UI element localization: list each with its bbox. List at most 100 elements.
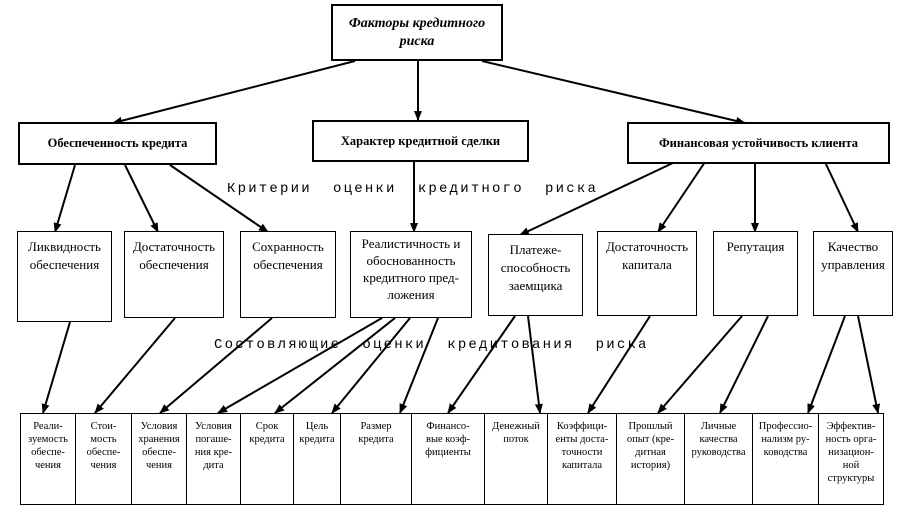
criterion-realism-line-4: ложения	[387, 287, 435, 302]
component-effectiveness-line-1: Эффектив-	[826, 421, 876, 432]
component-personal-line-3: руководства	[691, 447, 746, 458]
arrow-to-capital-ratios	[587, 315, 651, 414]
component-realizability-line-4: чения	[34, 460, 61, 471]
component-size-line-2: кредита	[358, 434, 394, 445]
criterion-safety-line-2: обеспечения	[253, 257, 323, 272]
component-effectiveness-line-2: ность орга-	[825, 434, 877, 445]
component-term-line-1: Срок	[255, 421, 279, 432]
criterion-safety-box: Сохранность обеспечения	[240, 231, 336, 318]
criterion-capital-line-1: Достаточность	[605, 239, 689, 254]
component-effectiveness-line-3: низацион-	[828, 447, 874, 458]
criterion-liquidity-line-1: Ликвидность	[28, 239, 101, 254]
criterion-safety-line-1: Сохранность	[252, 239, 324, 254]
component-history-line-2: опыт (кре-	[626, 434, 675, 445]
component-cash-flow-line-2: поток	[503, 434, 529, 445]
component-fin-ratios-line-1: Финансо-	[426, 421, 470, 432]
component-size-line-1: Размер	[360, 421, 392, 432]
arrow-to-repayment	[217, 317, 383, 414]
arrow-top-to-finance	[481, 60, 746, 125]
component-cost-line-4: чения	[90, 460, 117, 471]
component-personal-line-2: качества	[699, 434, 738, 445]
arrow-finance-solvency	[519, 161, 676, 236]
component-personal-line-1: Личные	[700, 421, 737, 432]
component-professionalism-box: Професcио-нализм ру-ководства	[752, 413, 819, 505]
component-cash-flow-line-1: Денежный	[492, 421, 540, 432]
arrow-to-personal	[719, 315, 769, 414]
criterion-sufficiency-line-2: обеспечения	[139, 257, 209, 272]
criterion-reputation-box: Репутация	[713, 231, 798, 316]
criterion-sufficiency-line-1: Достаточность	[132, 239, 216, 254]
criterion-solvency-line-1: Платеже-	[509, 242, 562, 257]
arrow-finance-capital	[657, 161, 706, 233]
arrow-security-liquidity	[53, 164, 76, 233]
component-personal-box: Личные качества руководства	[684, 413, 753, 505]
arrow-finance-management	[824, 161, 859, 233]
criterion-solvency-line-2: способность	[500, 260, 571, 275]
component-repayment-line-4: дита	[203, 460, 224, 471]
component-repayment-box: Условия погаше-ния кре-дита	[186, 413, 241, 505]
factor-deal-box: Характер кредитной сделки	[312, 120, 529, 162]
criterion-realism-line-3: кредитного пред-	[363, 270, 459, 285]
component-cost-line-2: мость	[90, 434, 117, 445]
component-realizability-line-1: Реали-	[33, 421, 63, 432]
component-term-box: Срок кредита	[240, 413, 294, 505]
arrow-to-cost	[94, 317, 176, 414]
component-realizability-box: Реали-зуемость обеспе-чения	[20, 413, 76, 505]
component-history-line-3: дитная	[635, 447, 666, 458]
component-effectiveness-line-5: структуры	[827, 473, 875, 484]
criterion-sufficiency-box: Достаточность обеспечения	[124, 231, 224, 318]
arrow-to-storage	[159, 317, 273, 414]
component-storage-line-1: Условия	[140, 421, 178, 432]
component-repayment-line-2: погаше-	[195, 434, 232, 445]
component-size-box: Размер кредита	[340, 413, 412, 505]
component-purpose-line-2: кредита	[299, 434, 335, 445]
arrow-to-history	[657, 315, 743, 414]
arrow-to-realizability	[41, 321, 71, 414]
arrow-security-sufficiency	[124, 164, 159, 233]
component-realizability-line-2: зуемость	[28, 434, 68, 445]
arrow-top-to-security	[112, 60, 356, 125]
component-professionalism-line-2: нализм ру-	[761, 434, 810, 445]
arrow-to-size	[399, 317, 439, 414]
arrow-to-purpose	[331, 317, 411, 414]
component-professionalism-line-1: Професcио-	[758, 421, 813, 432]
criterion-solvency-box: Платеже-способность заемщика	[488, 234, 583, 316]
component-cost-box: Стои-мость обеспе-чения	[75, 413, 132, 505]
component-realizability-line-3: обеспе-	[31, 447, 65, 458]
component-storage-line-3: обеспе-	[142, 447, 176, 458]
component-history-line-4: история)	[630, 460, 671, 471]
component-fin-ratios-line-2: вые коэф-	[426, 434, 470, 445]
top-line-1: Факторы кредитного	[348, 15, 486, 31]
component-repayment-line-3: ния кре-	[194, 447, 233, 458]
component-repayment-line-1: Условия	[195, 421, 232, 432]
arrow-to-fin-ratios	[447, 315, 516, 414]
criterion-capital-box: Достаточность капитала	[597, 231, 697, 316]
criteria-caption: Критерии оценки кредитного риска	[227, 181, 599, 197]
top-line-2: риска	[399, 33, 435, 49]
component-storage-line-4: чения	[145, 460, 172, 471]
component-capital-ratios-line-4: капитала	[561, 460, 603, 471]
arrow-to-effectiveness	[857, 315, 881, 414]
component-term-line-2: кредита	[249, 434, 285, 445]
component-professionalism-line-3: ководства	[763, 447, 808, 458]
component-fin-ratios-line-3: фициенты	[425, 447, 471, 458]
component-cash-flow-box: Денежный поток	[484, 413, 548, 505]
factor-finance-label: Финансовая устойчивость клиента	[658, 135, 859, 150]
criterion-solvency-line-3: заемщика	[508, 278, 563, 293]
criterion-management-line-2: управления	[821, 257, 885, 272]
arrow-to-professionalism	[807, 315, 846, 414]
component-cost-line-3: обеспе-	[86, 447, 121, 458]
criterion-capital-line-2: капитала	[622, 257, 672, 272]
component-cost-line-1: Стои-	[90, 421, 117, 432]
factor-finance-box: Финансовая устойчивость клиента	[627, 122, 890, 164]
components-caption: Состовляющие оценки кредитования риска	[214, 337, 649, 353]
component-capital-ratios-line-1: Коэффици-	[556, 421, 608, 432]
component-effectiveness-line-4: ной	[842, 460, 860, 471]
criterion-reputation-line-1: Репутация	[726, 239, 785, 254]
